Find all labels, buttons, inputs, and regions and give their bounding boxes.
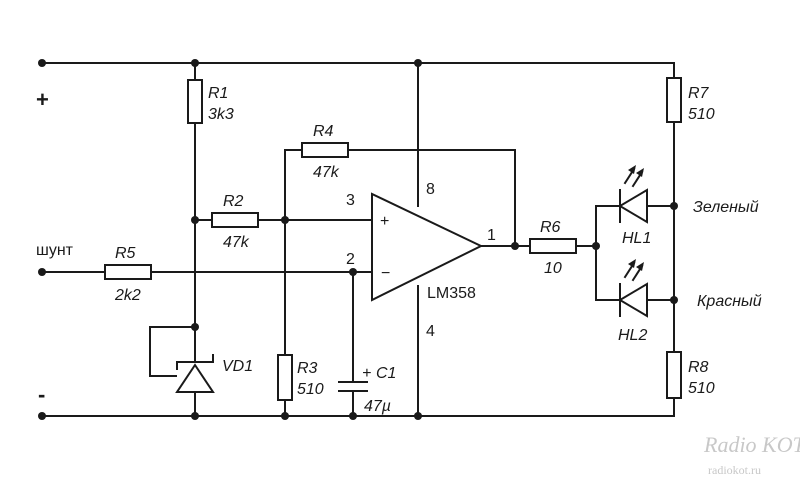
junction-dots [191, 59, 678, 420]
r4-ref: R4 [313, 123, 334, 140]
r6-resistor [529, 238, 577, 254]
vd1-zener-diode [175, 354, 215, 393]
r1-resistor [187, 79, 203, 124]
r3-resistor [277, 354, 293, 401]
opamp-minus-sign: − [381, 265, 390, 282]
r7-value: 510 [688, 106, 715, 123]
hl1-ref: HL1 [622, 230, 651, 247]
r5-resistor [104, 264, 152, 280]
c1-polarity: + [362, 365, 371, 382]
r2-value: 47k [223, 234, 250, 251]
terminals [38, 59, 46, 420]
opamp-plus-sign: + [380, 213, 389, 230]
r8-value: 510 [688, 380, 715, 397]
r6-ref: R6 [540, 219, 561, 236]
r1-value: 3k3 [208, 106, 234, 123]
r6-value: 10 [544, 260, 562, 277]
opamp-part-label: LM358 [427, 285, 476, 302]
pin-8-label: 8 [426, 181, 435, 198]
r3-ref: R3 [297, 360, 318, 377]
pin-2-label: 2 [346, 251, 355, 268]
opamp-lm358 [371, 192, 484, 302]
r7-ref: R7 [688, 85, 710, 102]
pin-4-label: 4 [426, 323, 435, 340]
hl2-led [618, 259, 648, 318]
minus-rail-label: - [38, 382, 45, 407]
r1-ref: R1 [208, 85, 228, 102]
r5-ref: R5 [115, 245, 136, 262]
r4-resistor [301, 142, 349, 158]
hl2-color-label: Красный [697, 293, 762, 310]
c1-ref: C1 [376, 365, 396, 382]
watermark-logo: Radio KOT [703, 432, 800, 457]
r2-resistor [211, 212, 259, 228]
pin-3-label: 3 [346, 192, 355, 209]
r8-resistor [666, 351, 682, 399]
hl1-color-label: Зеленый [693, 199, 759, 216]
plus-rail-label: + [36, 87, 49, 112]
watermark: Radio KOT radiokot.ru [703, 432, 800, 477]
pin-1-label: 1 [487, 227, 496, 244]
c1-value: 47µ [364, 398, 391, 415]
shunt-label: шунт [36, 242, 74, 259]
r7-resistor [666, 77, 682, 123]
hl1-led [618, 165, 648, 224]
wires [41, 62, 675, 417]
r5-value: 2k2 [114, 287, 141, 304]
watermark-site: radiokot.ru [708, 463, 761, 477]
r8-ref: R8 [688, 359, 709, 376]
r4-value: 47k [313, 164, 340, 181]
vd1-ref: VD1 [222, 358, 253, 375]
r3-value: 510 [297, 381, 324, 398]
hl2-ref: HL2 [618, 327, 647, 344]
c1-capacitor [338, 381, 368, 392]
r2-ref: R2 [223, 193, 244, 210]
